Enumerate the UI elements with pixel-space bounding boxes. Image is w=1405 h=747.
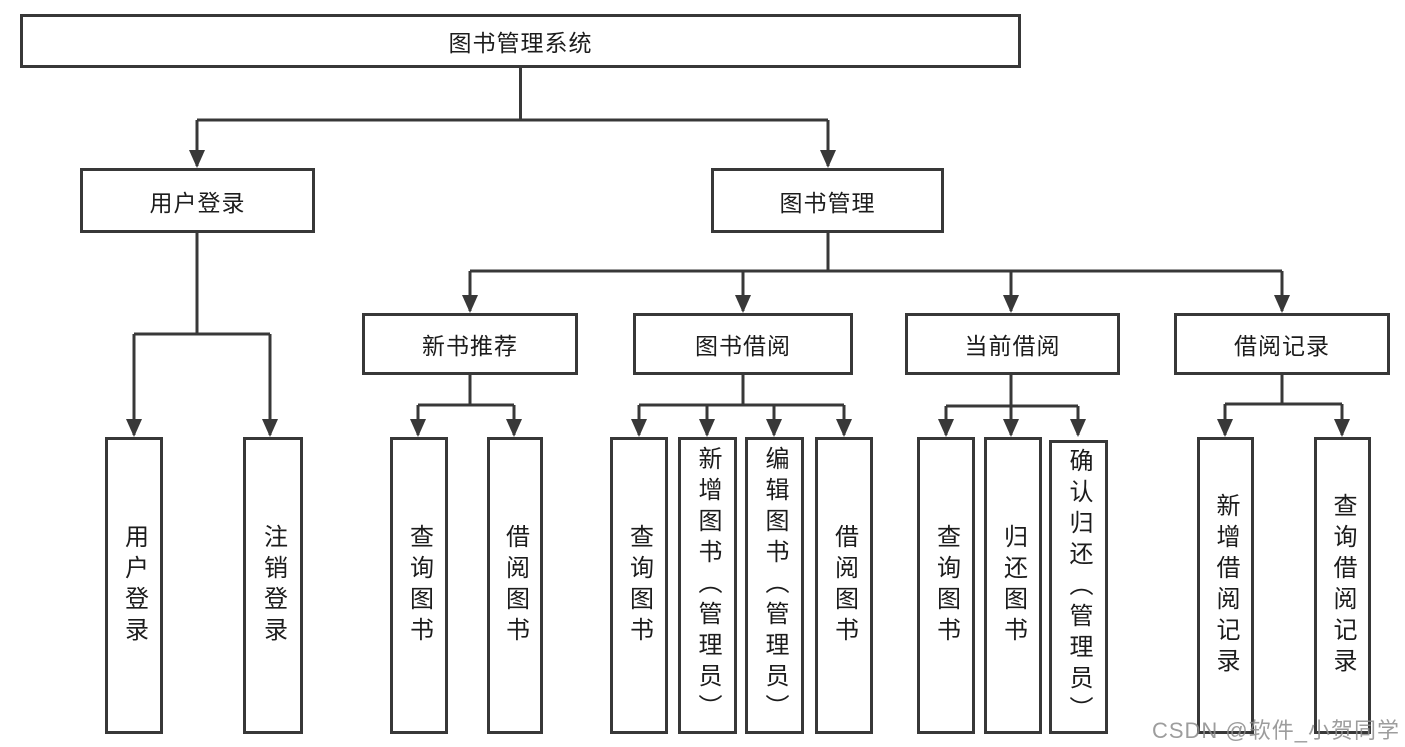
- node-leaf-confirm-return-admin: 确认归还（管理员）: [1049, 440, 1108, 734]
- node-leaf-add-borrow-record: 新增借阅记录: [1197, 437, 1254, 734]
- node-leaf-user-login: 用户登录: [105, 437, 163, 734]
- node-leaf-borrow-book: 借阅图书: [487, 437, 543, 734]
- node-leaf-logout: 注销登录: [243, 437, 303, 734]
- node-book-borrow: 图书借阅: [633, 313, 853, 375]
- node-leaf-query-borrow-record: 查询借阅记录: [1314, 437, 1371, 734]
- node-current-borrow: 当前借阅: [905, 313, 1120, 375]
- node-root: 图书管理系统: [20, 14, 1021, 68]
- node-new-book-recommend: 新书推荐: [362, 313, 578, 375]
- node-user-login: 用户登录: [80, 168, 315, 233]
- connector-skeleton: [134, 68, 1342, 408]
- csdn-watermark: CSDN @软件_小贺同学: [1151, 718, 1400, 743]
- node-leaf-query-book: 查询图书: [390, 437, 448, 734]
- node-leaf-query-book: 查询图书: [610, 437, 668, 734]
- node-borrow-records: 借阅记录: [1174, 313, 1390, 375]
- node-leaf-return-book: 归还图书: [984, 437, 1042, 734]
- node-leaf-query-book: 查询图书: [917, 437, 975, 734]
- node-leaf-edit-book-admin: 编辑图书（管理员）: [745, 437, 804, 734]
- node-book-management: 图书管理: [711, 168, 944, 233]
- node-leaf-add-book-admin: 新增图书（管理员）: [678, 437, 737, 734]
- node-leaf-borrow-book: 借阅图书: [815, 437, 873, 734]
